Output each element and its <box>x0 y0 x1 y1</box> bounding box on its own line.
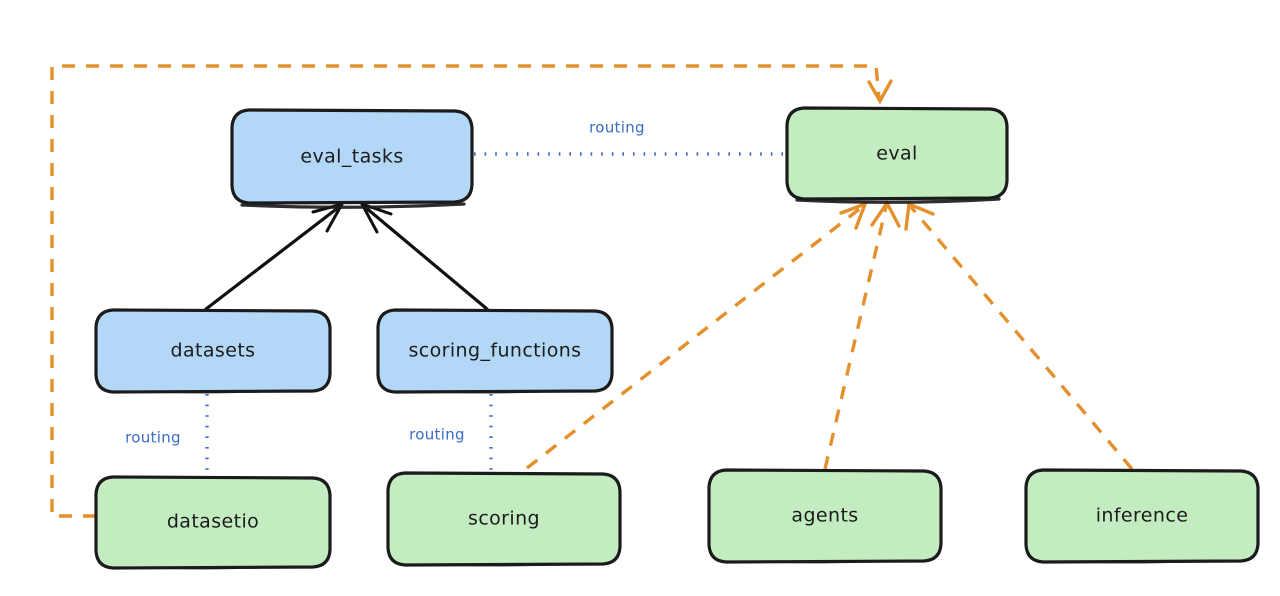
node-scoring[interactable]: scoring <box>386 471 622 567</box>
edge-agents-to-eval <box>823 199 901 470</box>
edge-eval_tasks-to-eval: routing <box>474 119 786 156</box>
node-label: scoring <box>468 508 540 530</box>
edge-path <box>363 205 489 311</box>
edge-label-routing-datasetio: routing <box>125 429 181 447</box>
node-box <box>94 308 332 394</box>
edge-path <box>50 64 881 518</box>
node-scoring_functions[interactable]: scoring_functions <box>376 308 614 394</box>
arrowhead <box>904 201 935 231</box>
node-label: inference <box>1096 505 1189 527</box>
node-box <box>785 106 1009 201</box>
edge-scoring_functions-to-eval_tasks <box>358 201 489 311</box>
edge-scoring_functions-to-scoring: routing <box>409 394 493 471</box>
arrowhead <box>839 201 868 230</box>
node-eval[interactable]: eval <box>785 106 1009 204</box>
node-box <box>386 471 622 567</box>
edge-label-routing-eval: routing <box>589 119 645 137</box>
node-box <box>376 308 614 394</box>
node-sketch-shadow <box>795 197 1001 204</box>
node-sketch-shadow <box>240 202 466 209</box>
node-label: agents <box>791 505 858 527</box>
node-box <box>94 475 332 570</box>
edge-datasets-to-eval_tasks <box>204 201 346 311</box>
node-box <box>1024 468 1260 564</box>
edge-label-routing-scoring: routing <box>409 426 465 444</box>
edge-path <box>823 206 888 470</box>
arrowhead <box>867 79 893 105</box>
node-agents[interactable]: agents <box>707 468 943 564</box>
node-box <box>230 108 474 205</box>
node-label: eval_tasks <box>300 146 403 168</box>
node-label: datasetio <box>167 511 259 533</box>
node-box <box>707 468 943 564</box>
node-label: eval <box>876 143 917 165</box>
node-inference[interactable]: inference <box>1024 468 1260 564</box>
node-datasetio[interactable]: datasetio <box>94 475 332 570</box>
edge-datasets-to-datasetio: routing <box>125 394 209 475</box>
edge-datasetio-to-eval <box>50 64 893 518</box>
edge-scoring-to-eval <box>525 201 868 470</box>
edge-inference-to-eval <box>904 201 1134 471</box>
node-datasets[interactable]: datasets <box>94 308 332 394</box>
node-label: datasets <box>171 340 256 362</box>
node-label: scoring_functions <box>409 340 582 362</box>
edge-path <box>909 205 1134 471</box>
arrowhead <box>870 199 901 228</box>
edge-path <box>204 205 341 311</box>
node-eval_tasks[interactable]: eval_tasks <box>230 108 474 209</box>
